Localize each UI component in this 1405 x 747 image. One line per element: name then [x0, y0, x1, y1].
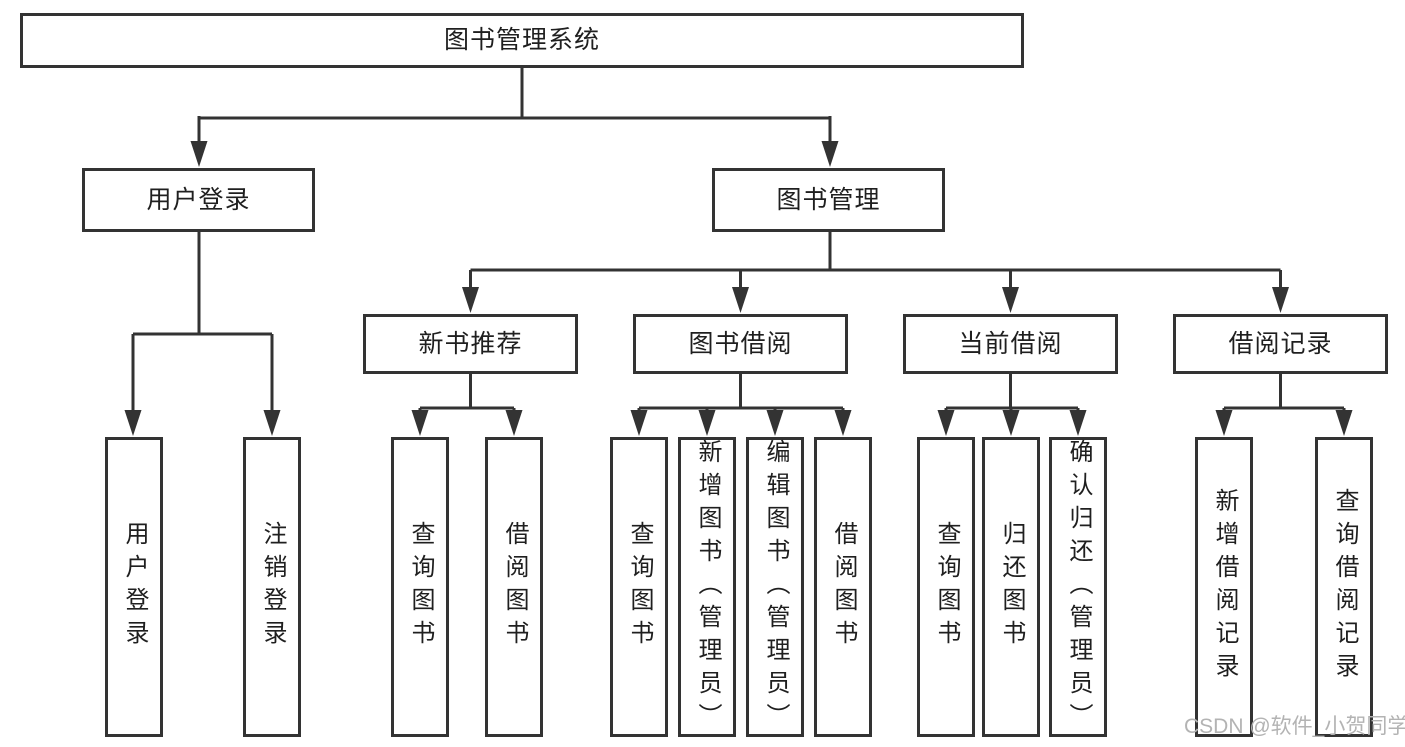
leaf-borrow-books-recommend-label: 借阅图书	[501, 521, 528, 653]
leaf-query-books-borrow-label: 查询图书	[626, 521, 653, 653]
leaf-borrow-books-recommend: 借阅图书	[485, 437, 543, 737]
leaf-borrow-books-label: 借阅图书	[830, 521, 857, 653]
leaf-edit-book-admin: 编辑图书（管理员）	[746, 437, 804, 737]
node-book-management-branch-label: 图书管理	[776, 185, 881, 214]
leaf-return-book-label: 归还图书	[998, 521, 1025, 653]
node-user-login-branch-label: 用户登录	[146, 185, 251, 214]
leaf-user-login: 用户登录	[105, 437, 163, 737]
leaf-logout-label: 注销登录	[259, 521, 286, 653]
leaf-add-book-admin: 新增图书（管理员）	[678, 437, 736, 737]
arrowheads	[124, 141, 1353, 436]
leaf-edit-book-admin-label: 编辑图书（管理员）	[762, 438, 789, 736]
node-borrow-records: 借阅记录	[1173, 314, 1388, 374]
leaf-borrow-books: 借阅图书	[814, 437, 872, 737]
leaf-query-books-borrow: 查询图书	[610, 437, 668, 737]
node-book-borrow: 图书借阅	[633, 314, 848, 374]
node-root-label: 图书管理系统	[443, 26, 600, 54]
node-root: 图书管理系统	[20, 13, 1024, 68]
leaf-confirm-return-admin: 确认归还（管理员）	[1049, 437, 1107, 737]
leaf-query-books-current-label: 查询图书	[933, 521, 960, 653]
leaf-query-books-recommend-label: 查询图书	[407, 521, 434, 653]
leaf-query-borrow-record-label: 查询借阅记录	[1331, 488, 1358, 686]
node-current-borrow-label: 当前借阅	[958, 329, 1063, 358]
node-user-login-branch: 用户登录	[82, 168, 315, 232]
leaf-confirm-return-admin-label: 确认归还（管理员）	[1065, 438, 1092, 736]
leaf-query-books-recommend: 查询图书	[391, 437, 449, 737]
leaf-user-login-label: 用户登录	[121, 521, 148, 653]
node-borrow-records-label: 借阅记录	[1228, 329, 1333, 358]
leaf-logout: 注销登录	[243, 437, 301, 737]
node-book-management-branch: 图书管理	[712, 168, 945, 232]
csdn-watermark: CSDN @软件_小贺同学	[1184, 715, 1405, 738]
node-book-borrow-label: 图书借阅	[688, 329, 793, 358]
node-new-book-recommend: 新书推荐	[363, 314, 578, 374]
leaf-add-book-admin-label: 新增图书（管理员）	[694, 438, 721, 736]
leaf-add-borrow-record: 新增借阅记录	[1195, 437, 1253, 737]
leaf-query-borrow-record: 查询借阅记录	[1315, 437, 1373, 737]
node-new-book-recommend-label: 新书推荐	[418, 329, 523, 358]
leaf-add-borrow-record-label: 新增借阅记录	[1211, 488, 1238, 686]
leaf-query-books-current: 查询图书	[917, 437, 975, 737]
leaf-return-book: 归还图书	[982, 437, 1040, 737]
node-current-borrow: 当前借阅	[903, 314, 1118, 374]
